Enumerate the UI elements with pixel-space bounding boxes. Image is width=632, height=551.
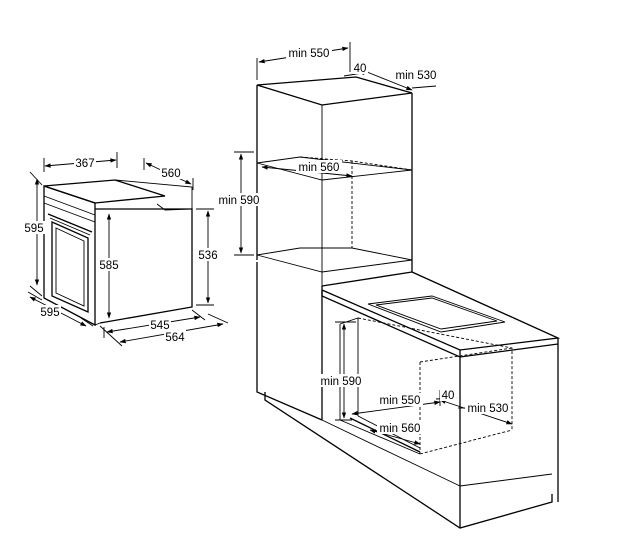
oven-width-label: 595 [40, 307, 59, 319]
under-counter-depth-label: min 530 [468, 403, 509, 415]
under-counter-width-label: min 550 [380, 395, 421, 407]
oven-depth-total-label: 560 [161, 168, 180, 180]
oven-height-label: 595 [24, 223, 43, 235]
under-counter-gap-label: 40 [442, 390, 455, 402]
oven-side-height-label: 536 [198, 250, 217, 262]
tall-unit-width-label: min 550 [289, 48, 330, 60]
cabinet-dimensions [234, 42, 513, 445]
cabinet-drawing [256, 76, 561, 529]
tall-unit-gap-label: 40 [354, 63, 367, 75]
oven-depth-top-label: 367 [75, 158, 94, 170]
under-counter-height-label: min 590 [321, 376, 362, 388]
oven-bottom-depth-label: 545 [150, 320, 169, 332]
under-counter-inner-width-label: min 560 [380, 423, 421, 435]
tall-unit-depth-label: min 530 [396, 70, 437, 82]
tall-unit-inner-width-label: min 560 [299, 162, 340, 174]
oven-total-depth-label: 564 [165, 332, 185, 344]
oven-inner-height-label: 585 [99, 260, 118, 272]
tall-unit-height-label: min 590 [219, 195, 260, 207]
oven-drawing [43, 179, 193, 327]
